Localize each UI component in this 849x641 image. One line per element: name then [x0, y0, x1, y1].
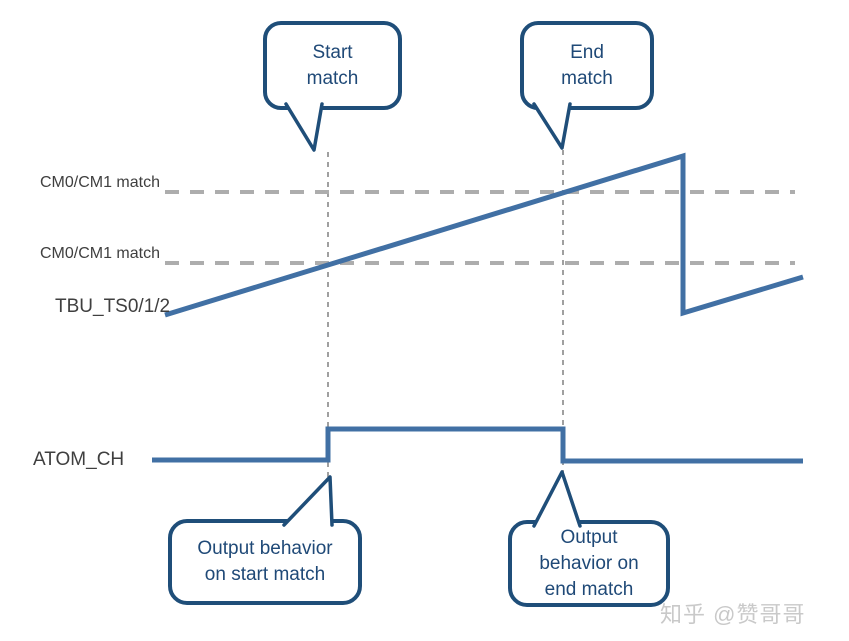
output-start-callout-tail [282, 475, 334, 527]
end-match-callout-tail [532, 102, 572, 150]
atom-ch-label: ATOM_CH [33, 449, 125, 470]
output-start-callout-text: Output behavior on start match [170, 521, 360, 603]
cm-match-lower-label: CM0/CM1 match [39, 245, 160, 262]
output-start-line-1: Output behavior [197, 538, 333, 559]
start-match-callout-tail [284, 102, 324, 152]
end-match-line-2: match [561, 67, 613, 89]
output-end-line-1: Output [560, 526, 618, 548]
output-start-line-2: on start match [204, 564, 326, 585]
start-match-callout-box [263, 21, 402, 110]
end-match-callout-text: End match [522, 23, 652, 108]
start-match-callout-text: Start match [265, 23, 400, 108]
start-match-line-2: match [306, 67, 359, 89]
output-end-line-3: end match [544, 578, 634, 600]
tbu-ramp-waveform [164, 152, 804, 318]
tbu-timebase-label: TBU_TS0/1/2 [55, 296, 171, 317]
start-match-line-1: Start [312, 41, 353, 63]
atom-ch-output-waveform [152, 426, 803, 464]
cm-match-upper-label: CM0/CM1 match [39, 174, 160, 191]
output-end-callout-tail [532, 470, 582, 528]
end-match-callout-box [520, 21, 654, 110]
end-match-line-1: End [570, 41, 604, 63]
output-end-line-2: behavior on [539, 552, 639, 574]
output-end-callout-box [508, 520, 670, 607]
watermark-text: 知乎 @赞哥哥 [660, 602, 806, 627]
output-end-callout-text: Output behavior on end match [510, 522, 668, 605]
output-start-callout-box [168, 519, 362, 605]
